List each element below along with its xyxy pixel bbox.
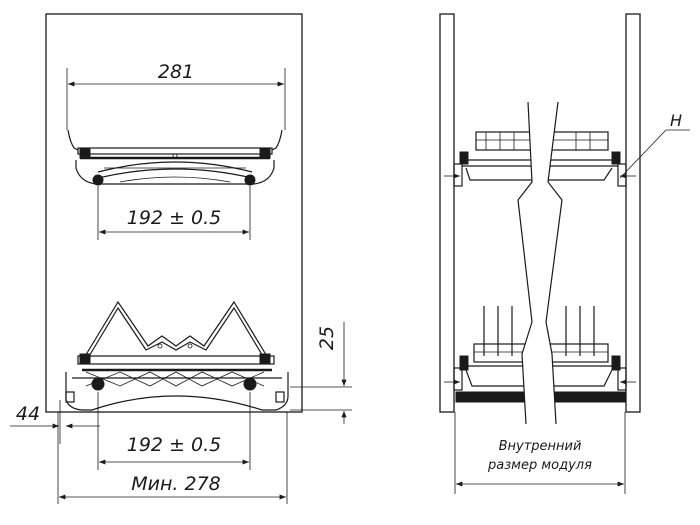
dim-top-width-label: 281 (158, 61, 194, 83)
front-view: 281 192 ± 0.5 (10, 13, 352, 504)
dim-bottom-axis-label: 192 ± 0.5 (127, 434, 221, 456)
label-h: H (670, 111, 682, 130)
roller-icon (244, 174, 256, 186)
dim-min-width-label: Мин. 278 (131, 473, 221, 495)
dim-top-axis-label: 192 ± 0.5 (127, 207, 221, 229)
top-basket (67, 129, 283, 186)
dim-height-label: 25 (316, 326, 338, 350)
bottom-basket (65, 300, 289, 411)
caption-line-2: размер модуля (487, 458, 592, 473)
roller-icon (91, 377, 105, 391)
dim-top-width: 281 (66, 61, 286, 130)
cabinet-outline (45, 13, 303, 413)
break-line-left (517, 101, 533, 425)
dim-bottom-axis: 192 ± 0.5 (97, 392, 251, 470)
roller-icon (92, 174, 104, 186)
side-view: H Внутренний размер модуля (439, 13, 690, 494)
dim-internal-size: Внутренний размер модуля (454, 412, 626, 494)
roller-icon (243, 377, 257, 391)
break-mask (518, 102, 562, 424)
dim-height: 25 (290, 322, 352, 424)
left-side-panel (439, 13, 455, 413)
caption-line-1: Внутренний (499, 439, 582, 454)
h-callout: H (619, 111, 690, 179)
dim-min-width: Мин. 278 (57, 412, 288, 504)
break-line-right (545, 101, 563, 425)
right-side-panel (625, 13, 641, 413)
dim-offset: 44 (10, 400, 100, 444)
dim-offset-label: 44 (16, 403, 40, 425)
dim-top-axis: 192 ± 0.5 (97, 186, 251, 240)
